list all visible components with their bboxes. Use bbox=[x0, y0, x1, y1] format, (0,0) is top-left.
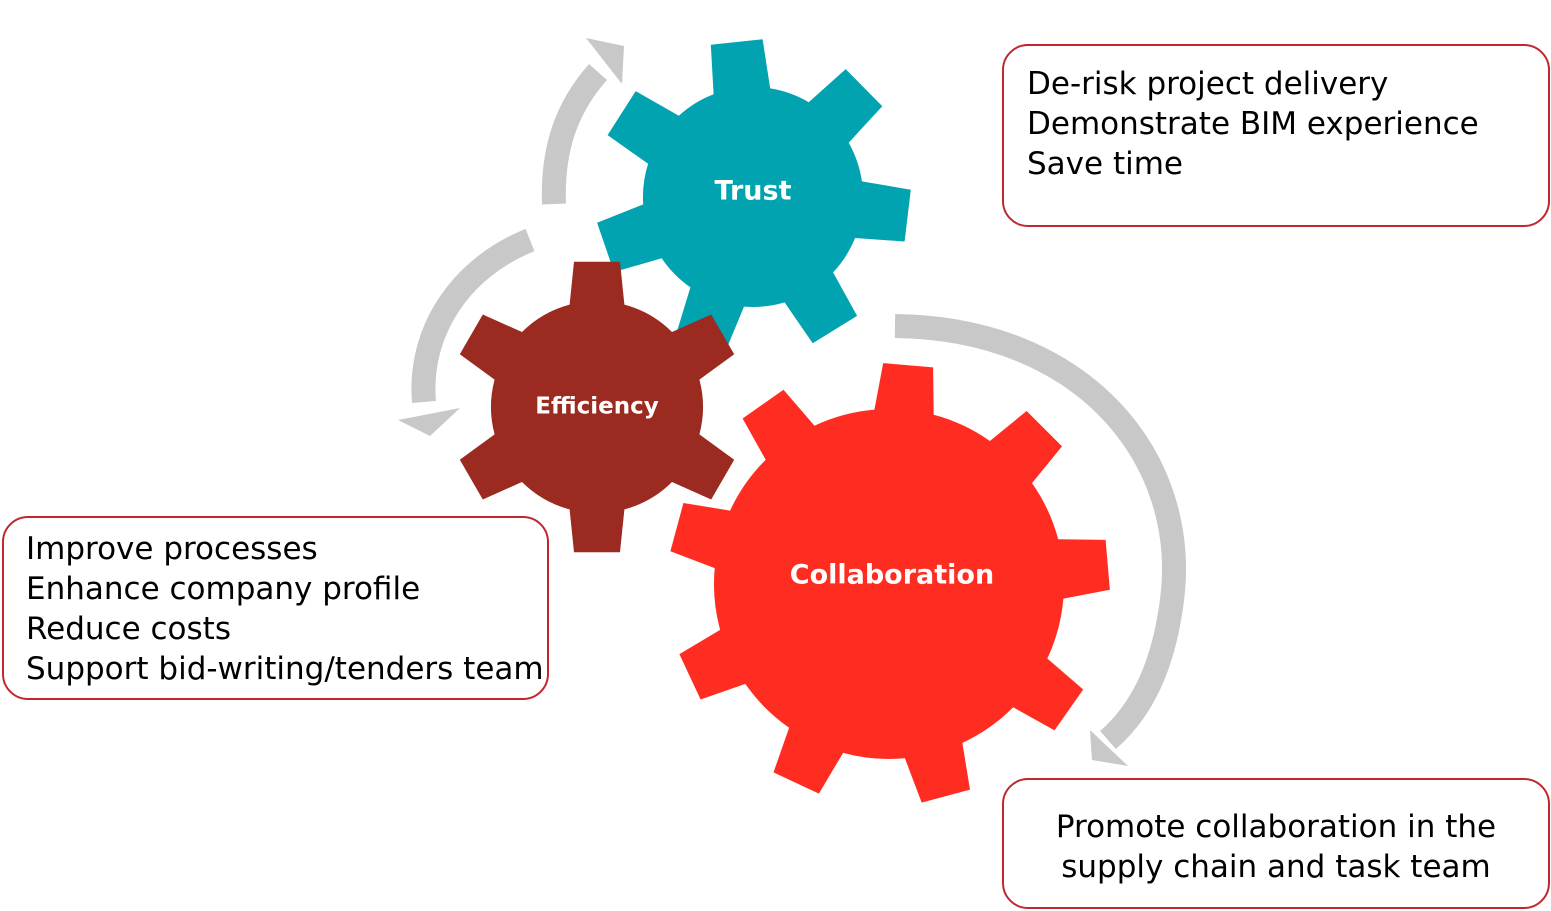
trust-gear bbox=[597, 39, 911, 353]
efficiency-gear-label: Efficiency bbox=[535, 394, 658, 420]
trust-benefit-item: De-risk project delivery bbox=[1027, 66, 1389, 102]
collaboration-gear-label: Collaboration bbox=[790, 560, 994, 591]
efficiency-benefit-item: Enhance company profile bbox=[26, 571, 421, 607]
collaboration-gear bbox=[670, 363, 1110, 803]
arrow-trust-to-collaboration bbox=[894, 314, 1186, 766]
efficiency-benefit-item: Improve processes bbox=[26, 531, 318, 567]
trust-benefit-item: Demonstrate BIM experience bbox=[1027, 106, 1479, 142]
trust-benefit-item: Save time bbox=[1027, 146, 1183, 182]
collaboration-benefit-item: supply chain and task team bbox=[1061, 849, 1491, 885]
arrow-efficiency-to-trust bbox=[541, 38, 624, 205]
efficiency-benefit-item: Support bid-writing/tenders team bbox=[26, 651, 544, 687]
efficiency-gear bbox=[459, 261, 735, 553]
collaboration-benefit-item: Promote collaboration in the bbox=[1055, 809, 1497, 845]
arrow-trust-to-efficiency bbox=[398, 228, 535, 436]
trust-benefits-box: De-risk project delivery Demonstrate BIM… bbox=[1002, 44, 1550, 227]
efficiency-benefit-item: Reduce costs bbox=[26, 611, 231, 647]
trust-gear-label: Trust bbox=[715, 176, 792, 207]
collaboration-benefits-box: Promote collaboration in the supply chai… bbox=[1002, 778, 1550, 909]
efficiency-benefits-box: Improve processes Enhance company profil… bbox=[2, 516, 549, 700]
